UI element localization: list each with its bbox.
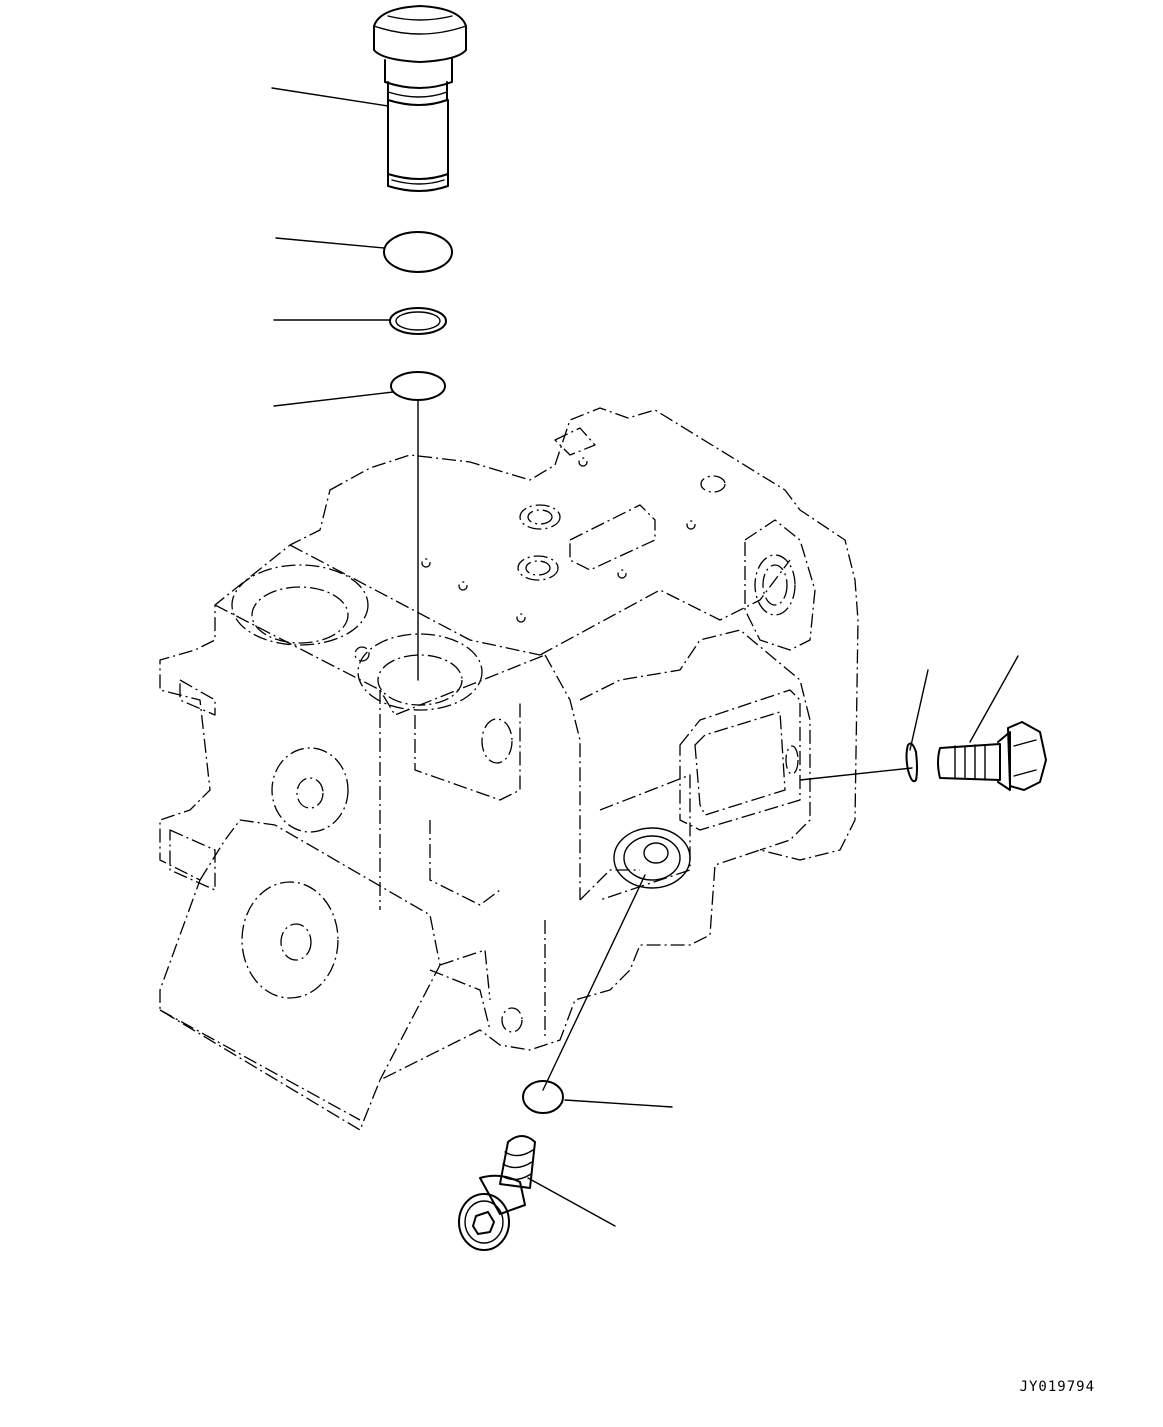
ring-icon: [389, 307, 447, 335]
disc-icon: [905, 742, 918, 783]
figure-reference-code: JY019794: [1019, 1379, 1095, 1395]
ring-icon: [383, 231, 453, 273]
disc-icon: [522, 1080, 564, 1114]
plug-with-oring-icon: [373, 5, 467, 192]
disc-icon: [390, 371, 446, 401]
port-rings: [613, 827, 691, 889]
socket-head-bolt-icon: [458, 1135, 536, 1251]
leader-lines: [271, 87, 1019, 1227]
hex-bolt-icon: [937, 721, 1047, 791]
valve-housing-icon: [159, 407, 859, 1131]
